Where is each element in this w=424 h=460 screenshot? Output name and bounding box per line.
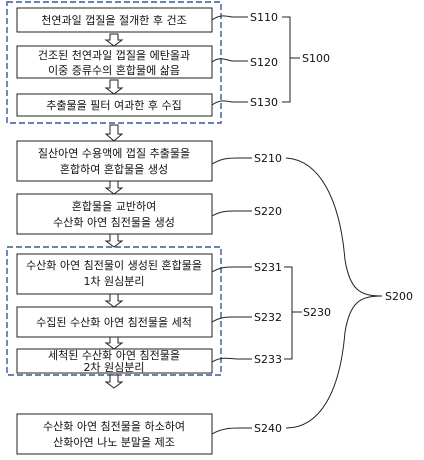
- step-box-s231: [16, 253, 213, 295]
- flow-arrow-s100-s210: [104, 124, 124, 142]
- flow-arrow-s220-s230: [104, 233, 124, 248]
- ref-label-s130: S130: [250, 96, 278, 109]
- step-text-s240-line1: 수산화 아연 침전물을 하소하여: [43, 419, 185, 433]
- ref-label-s232: S232: [254, 311, 282, 324]
- leader-s240: [211, 427, 252, 435]
- step-text-s232-line1: 수집된 수산화 아연 침전물을 세척: [36, 316, 192, 329]
- step-box-s220: [16, 193, 213, 235]
- flow-arrow-s120-s130: [104, 79, 124, 95]
- flow-arrow-s210-s220: [104, 180, 124, 195]
- ref-label-s120: S120: [250, 56, 278, 69]
- flow-arrow-s110-s120: [104, 33, 124, 47]
- step-text-s210-line1: 질산아연 수용액에 껍질 추출물을: [38, 147, 190, 160]
- leader-s232: [211, 316, 252, 323]
- step-text-s220-line1: 혼합물을 교반하여: [72, 199, 156, 213]
- step-box-s240: [16, 413, 213, 455]
- ref-label-s230: S230: [303, 306, 331, 319]
- ref-label-s240: S240: [254, 422, 282, 435]
- ref-label-s200: S200: [385, 290, 413, 303]
- step-text-s240-line2: 산화아연 나노 분말을 제조: [53, 436, 175, 449]
- step-text-s231-line1: 수산화 아연 침전물이 생성된 혼합물을: [26, 259, 202, 272]
- leader-s220: [211, 210, 252, 217]
- flow-arrow-s232-s233: [104, 336, 124, 350]
- group-frame-s100: [6, 1, 222, 124]
- step-text-s220-line2: 수산화 아연 침전물을 생성: [53, 216, 175, 229]
- ref-label-s220: S220: [254, 205, 282, 218]
- step-text-s130-line1: 추출물을 필터 여과한 후 수집: [46, 99, 181, 112]
- step-text-s120-line2: 이중 증류수의 혼합물에 삶음: [48, 64, 180, 77]
- ref-label-s231: S231: [254, 261, 282, 274]
- bracket-s230: [284, 266, 302, 360]
- ref-label-s110: S110: [250, 11, 278, 24]
- bracket-s100: [282, 16, 300, 103]
- flow-arrow-s230-s240: [104, 374, 124, 389]
- ref-label-s210: S210: [254, 152, 282, 165]
- leader-s110: [211, 15, 248, 21]
- step-box-s110: [16, 7, 213, 33]
- step-box-s233: [16, 348, 213, 374]
- step-text-s233-line2: 2차 원심분리: [83, 361, 144, 374]
- leader-s130: [211, 100, 248, 106]
- leader-s210: [211, 157, 252, 165]
- step-box-s210: [16, 140, 213, 182]
- step-text-s210-line2: 혼합하여 혼합물을 생성: [60, 162, 168, 176]
- ref-label-s233: S233: [254, 353, 282, 366]
- step-box-s120: [16, 45, 213, 79]
- leader-s233: [211, 357, 252, 363]
- bracket-s200: [285, 157, 383, 429]
- ref-label-s100: S100: [302, 52, 330, 65]
- step-text-s233-line1: 세척된 수산화 아연 침전물을: [48, 349, 180, 362]
- step-text-s231-line2: 1차 원심분리: [83, 275, 144, 288]
- step-text-s110-line1: 천연과일 껍질을 절개한 후 건조: [41, 13, 187, 27]
- leader-s231: [211, 266, 252, 273]
- leader-s120: [211, 58, 248, 63]
- step-text-s120-line1: 건조된 천연과일 껍질을 에탄올과: [38, 48, 190, 62]
- flow-arrow-s231-s232: [104, 293, 124, 308]
